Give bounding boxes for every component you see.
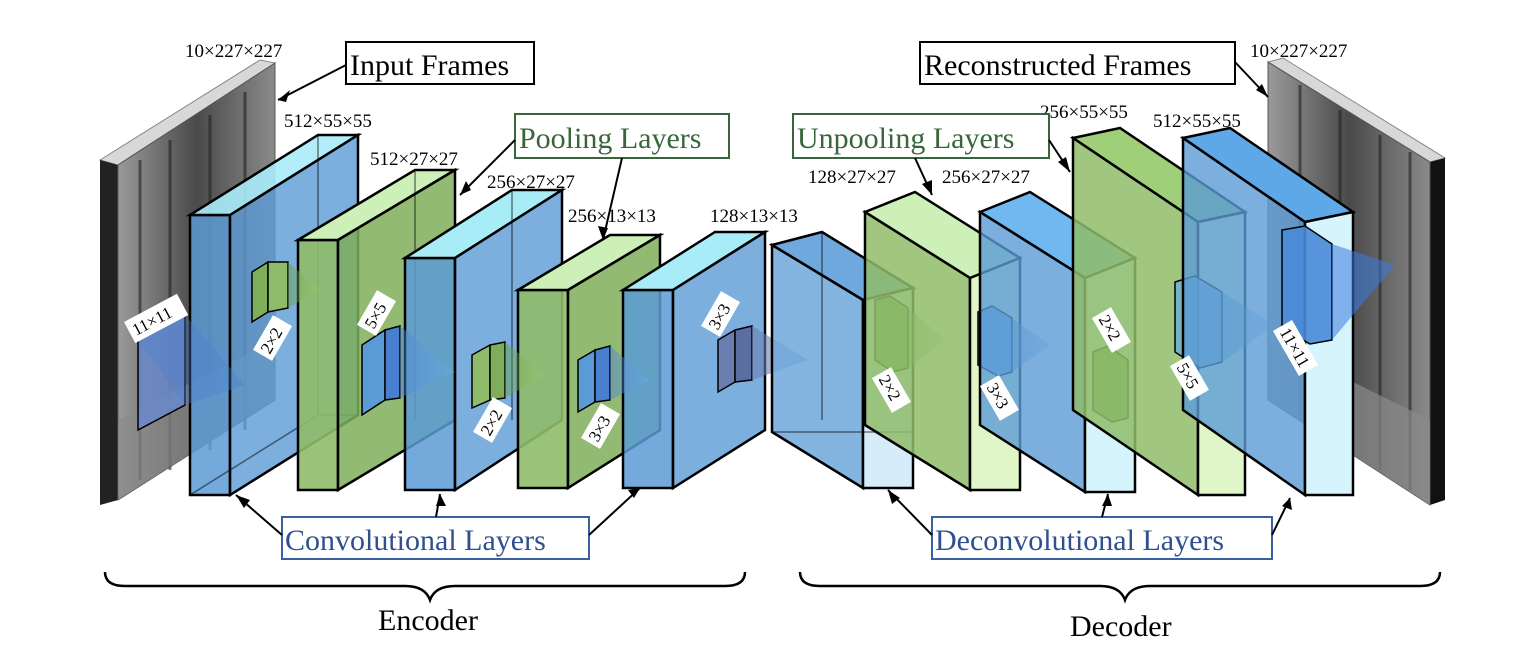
- unpooling-layers-label: Unpooling Layers: [792, 113, 1050, 159]
- dim-unpool2: 256×55×55: [1040, 102, 1128, 123]
- svg-text:Convolutional Layers: Convolutional Layers: [285, 524, 546, 557]
- dim-deconv1: 256×27×27: [942, 167, 1030, 188]
- decoder-label: Decoder: [1070, 610, 1172, 643]
- pooling-layers-label: Pooling Layers: [514, 113, 730, 159]
- input-frames-label: Input Frames: [345, 41, 535, 85]
- reconstructed-frames-label: Reconstructed Frames: [919, 41, 1236, 85]
- dim-conv2: 256×27×27: [487, 172, 575, 193]
- dim-input: 10×227×227: [185, 41, 282, 62]
- encoder-brace: [103, 571, 747, 604]
- dim-conv3: 128×13×13: [710, 206, 798, 227]
- kernel-2x2-encoder-b: [471, 341, 545, 410]
- decoder-brace: [798, 571, 1442, 604]
- dim-unpool1: 128×27×27: [808, 167, 896, 188]
- deconvolutional-layers-label: Deconvolutional Layers: [931, 516, 1273, 560]
- deconv-block-2: [1179, 126, 1357, 498]
- convolutional-layers-label: Convolutional Layers: [281, 516, 590, 560]
- kernel-2x2-encoder-a: [251, 260, 320, 324]
- dim-deconv2: 512×55×55: [1153, 111, 1241, 132]
- svg-text:Unpooling Layers: Unpooling Layers: [797, 122, 1014, 155]
- dim-pool1: 512×27×27: [370, 149, 458, 170]
- dim-conv1: 512×55×55: [284, 111, 372, 132]
- svg-text:Deconvolutional Layers: Deconvolutional Layers: [935, 524, 1224, 557]
- dim-pool2: 256×13×13: [568, 206, 656, 227]
- svg-text:Pooling Layers: Pooling Layers: [519, 122, 701, 155]
- svg-text:Reconstructed Frames: Reconstructed Frames: [924, 49, 1191, 82]
- dim-output: 10×227×227: [1250, 41, 1347, 62]
- arrow-heads: [236, 84, 1292, 510]
- encoder-label: Encoder: [378, 604, 478, 637]
- kernel-3x3-encoder-a: [577, 345, 650, 414]
- kernel-5x5-encoder: [361, 325, 455, 417]
- svg-text:Input Frames: Input Frames: [350, 49, 509, 82]
